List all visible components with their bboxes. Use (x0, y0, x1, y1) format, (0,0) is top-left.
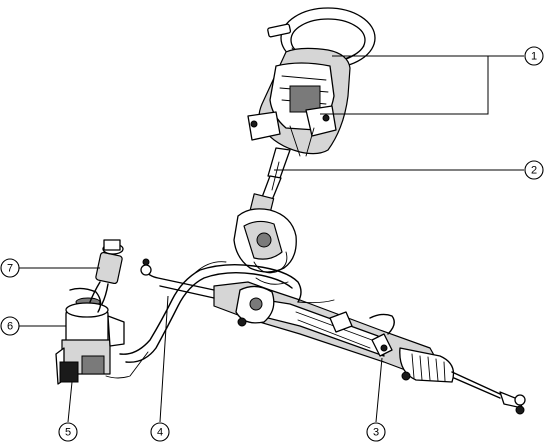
callout-7-label: 7 (7, 263, 13, 275)
callout-3-label: 3 (373, 427, 379, 439)
callout-6-label: 6 (7, 321, 13, 333)
callout-5: 5 (58, 422, 78, 442)
electric-pump (55, 287, 125, 385)
callout-4: 4 (150, 422, 170, 442)
callout-1: 1 (524, 46, 544, 66)
steering-column (247, 47, 351, 157)
rack-boot-right (399, 347, 455, 383)
callout-1-label: 1 (531, 51, 537, 63)
pinion-housing (233, 208, 297, 285)
callout-5-label: 5 (65, 427, 71, 439)
callout-2: 2 (524, 160, 544, 180)
pressure-pipes (105, 261, 395, 379)
leader-lines (18, 55, 524, 423)
intermediate-shaft (249, 147, 291, 215)
callout-3: 3 (366, 422, 386, 442)
reservoir (89, 239, 124, 305)
tie-rod-right (451, 371, 526, 415)
callout-7: 7 (0, 258, 20, 278)
callout-2-label: 2 (531, 165, 537, 177)
steering-gear-rack (213, 281, 441, 381)
callout-6: 6 (0, 316, 20, 336)
callout-4-label: 4 (157, 427, 163, 439)
